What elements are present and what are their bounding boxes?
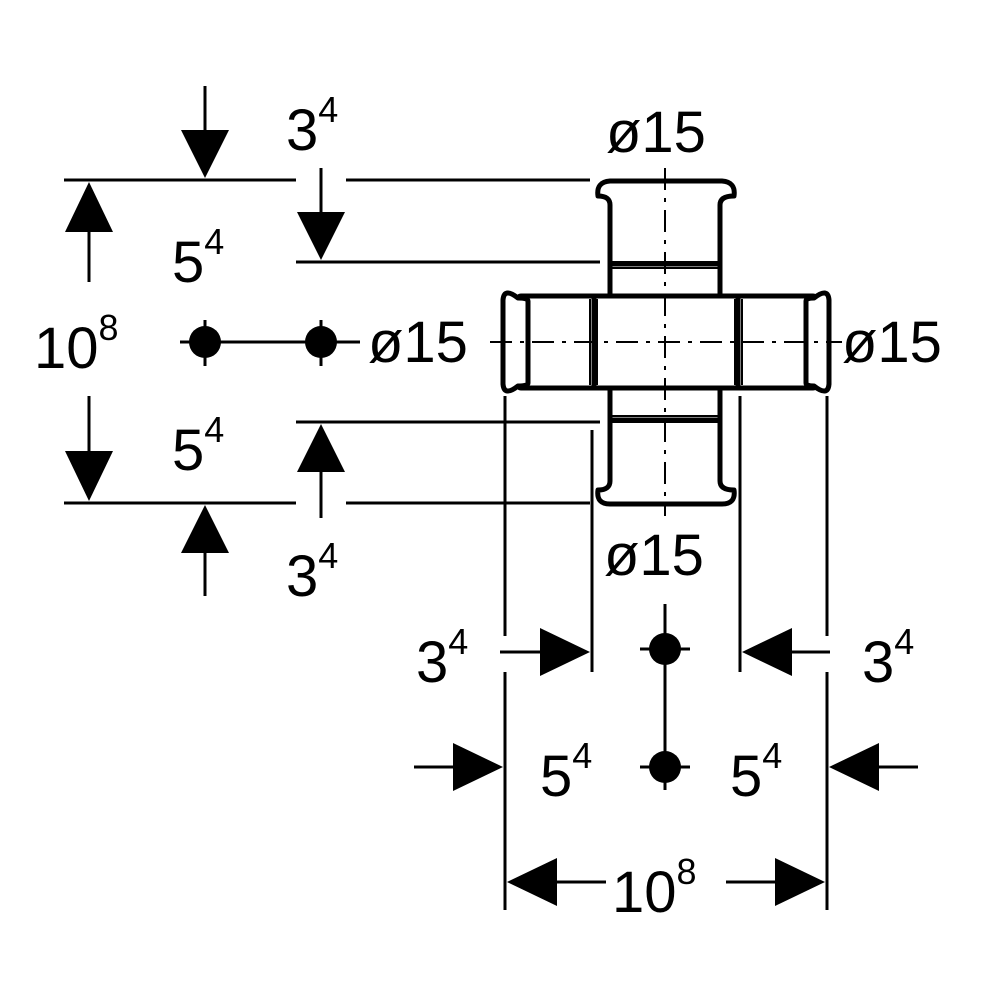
vertical-center-markers [180, 320, 360, 366]
bottom-diameter-label: ø15 [604, 523, 704, 588]
right-insertion-arrow [742, 628, 830, 676]
top-diameter-label: ø15 [606, 100, 706, 165]
cross-fitting-body [490, 168, 842, 516]
left-insertion-arrow [500, 628, 590, 676]
horizontal-center-markers [640, 604, 690, 790]
lower-outer-arrow [181, 505, 229, 596]
lower-insertion-arrow [297, 424, 345, 518]
left-socket [500, 290, 531, 394]
left-outer-arrow [414, 743, 503, 791]
upper-outer-arrow [181, 86, 229, 178]
overall-height-value: 108 [34, 307, 119, 381]
right-insertion-value: 34 [862, 621, 914, 695]
upper-half-height-value: 54 [172, 221, 224, 295]
overall-height-dimension: 108 [34, 182, 119, 501]
lower-insertion-value: 34 [286, 535, 338, 609]
right-diameter-label: ø15 [842, 310, 942, 375]
upper-insertion-value: 34 [286, 89, 338, 163]
left-half-width-value: 54 [540, 735, 592, 809]
right-half-width-value: 54 [730, 735, 782, 809]
upper-insertion-arrow [297, 168, 345, 260]
overall-width-value: 108 [612, 851, 697, 925]
left-diameter-label: ø15 [368, 310, 468, 375]
left-insertion-value: 34 [416, 621, 468, 695]
horizontal-extension-lines [503, 396, 829, 910]
lower-half-height-value: 54 [172, 409, 224, 483]
vertical-extension-lines [64, 178, 600, 505]
right-outer-arrow [829, 743, 918, 791]
overall-width-dimension: 108 [507, 851, 825, 925]
